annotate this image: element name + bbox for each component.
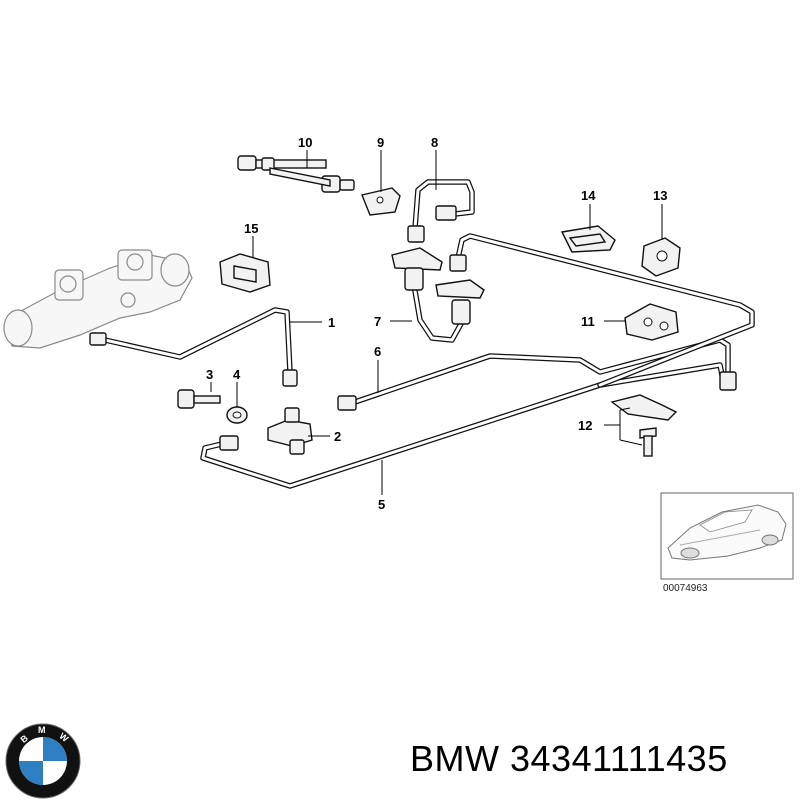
inset-reference-number: 00074963 <box>663 583 708 594</box>
clip-9 <box>361 187 401 216</box>
callout-7: 7 <box>374 314 381 329</box>
callout-13: 13 <box>653 188 667 203</box>
grommet-15 <box>219 253 271 293</box>
brake-hose-7 <box>391 247 485 343</box>
brake-pipe-rear <box>449 233 755 388</box>
callout-4: 4 <box>233 367 241 382</box>
callout-10: 10 <box>298 135 312 150</box>
callout-6: 6 <box>374 344 381 359</box>
brake-pipe-1 <box>89 307 298 387</box>
callout-5: 5 <box>378 497 385 512</box>
inset-box: 00074963 <box>660 492 794 594</box>
callout-3: 3 <box>206 367 213 382</box>
screw-3 <box>177 389 221 409</box>
logo-letter-m: M <box>38 725 46 735</box>
leader-lines <box>210 150 663 495</box>
brake-pipe-6 <box>337 337 737 411</box>
holder-11 <box>624 303 679 341</box>
callout-12: 12 <box>578 418 592 433</box>
callout-1: 1 <box>328 315 335 330</box>
part-number: 34341111435 <box>510 738 728 779</box>
callout-2: 2 <box>334 429 341 444</box>
holder-13 <box>641 237 681 277</box>
master-cylinder <box>3 249 193 349</box>
callout-8: 8 <box>431 135 438 150</box>
callout-11: 11 <box>581 314 595 329</box>
washer-4 <box>226 406 248 424</box>
callout-15: 15 <box>244 221 258 236</box>
brand-part-number: BMW 34341111435 <box>410 738 728 780</box>
bmw-roundel-icon: B M W <box>5 723 81 799</box>
logo-letter-b: B <box>19 733 31 745</box>
hose-fitting-10 <box>237 155 355 193</box>
brake-pipe-5 <box>200 362 725 489</box>
clip-12 <box>610 394 678 457</box>
callout-9: 9 <box>377 135 384 150</box>
callout-14: 14 <box>581 188 596 203</box>
brand-name: BMW <box>410 738 500 779</box>
car-location-icon <box>667 504 787 561</box>
tee-piece-2 <box>267 407 313 455</box>
brake-pipe-8 <box>407 179 475 243</box>
clip-14 <box>560 225 616 253</box>
